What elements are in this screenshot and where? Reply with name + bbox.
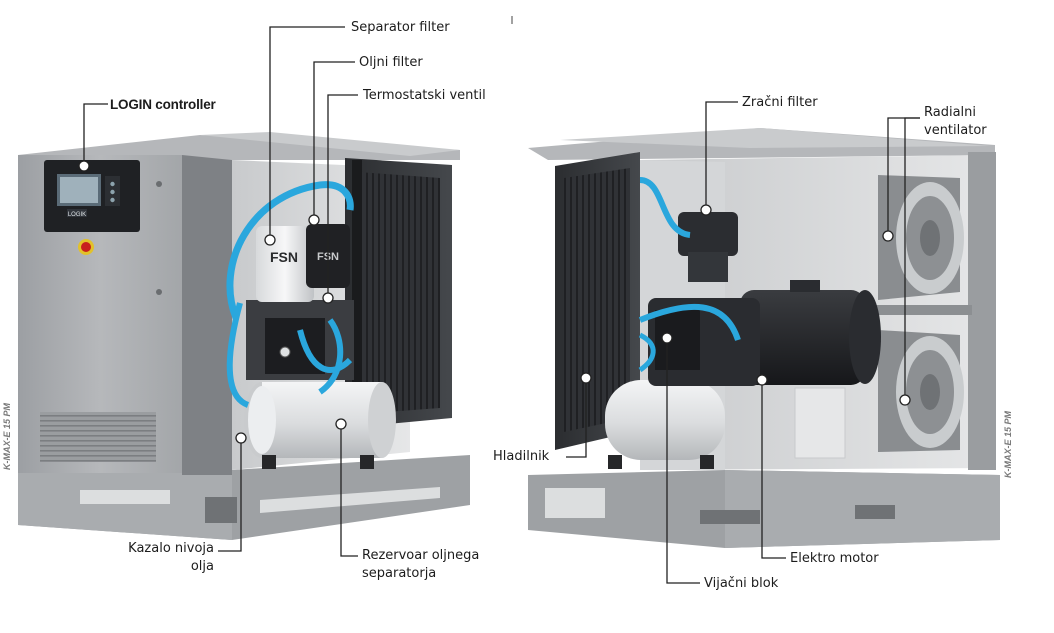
label-elektro-motor: Elektro motor: [790, 551, 879, 566]
brand-logo-text: FSN: [270, 249, 298, 265]
model-mark-right: K-MAX-E 15 PM: [1003, 410, 1013, 478]
controller-logo-text: LOGIK: [68, 212, 86, 218]
label-vijacni-blok: Vijačni blok: [704, 576, 779, 591]
label-separator-filter: Separator filter: [351, 20, 450, 35]
leader-rezervoar: [340, 424, 358, 557]
marker-kazalo-nivoja: [235, 432, 247, 444]
label-oljni-filter: Oljni filter: [359, 55, 423, 70]
left-compressor-illustration: LOGIK FSN FSN: [18, 132, 470, 540]
label-termostatski-ventil: Termostatski ventil: [363, 88, 486, 103]
label-kazalo-nivoja-line2: olja: [190, 559, 214, 574]
leader-radialni-ventilator-2: [904, 117, 920, 400]
label-kazalo-nivoja-line1: Kazalo nivoja: [128, 541, 214, 556]
marker-hladilnik: [580, 372, 592, 384]
marker-radialni-ventilator-2: [899, 394, 911, 406]
marker-separator-filter: [264, 234, 276, 246]
model-mark-left: K-MAX-E 15 PM: [2, 402, 12, 470]
label-radialni-ventilator-line1: Radialni: [924, 105, 977, 120]
marker-login-controller: [78, 160, 90, 172]
marker-zracni-filter: [700, 204, 712, 216]
leader-oljni-filter: [313, 61, 355, 220]
marker-vijacni-blok: [661, 332, 673, 344]
leader-separator-filter: [269, 26, 345, 240]
label-rezervoar-line1: Rezervoar oljnega: [362, 548, 480, 563]
label-rezervoar-line2: separatorja: [362, 566, 437, 581]
right-compressor-illustration: [528, 128, 1000, 548]
marker-rezervoar: [335, 418, 347, 430]
leader-elektro-motor: [761, 380, 786, 559]
leader-termostatski-ventil: [327, 94, 358, 298]
marker-radialni-ventilator-1: [882, 230, 894, 242]
marker-elektro-motor: [756, 374, 768, 386]
leader-vijacni-blok: [666, 338, 700, 584]
leader-kazalo-nivoja: [218, 438, 242, 552]
marker-oljni-filter: [308, 214, 320, 226]
label-zracni-filter: Zračni filter: [742, 95, 818, 110]
leader-hladilnik: [566, 378, 587, 458]
label-radialni-ventilator-line2: ventilator: [924, 123, 987, 138]
leader-zracni-filter: [705, 101, 738, 210]
label-hladilnik: Hladilnik: [493, 449, 550, 464]
label-login-controller: LOGIN controller: [110, 97, 216, 112]
marker-termostatski-ventil: [322, 292, 334, 304]
leader-login-controller: [83, 103, 108, 166]
